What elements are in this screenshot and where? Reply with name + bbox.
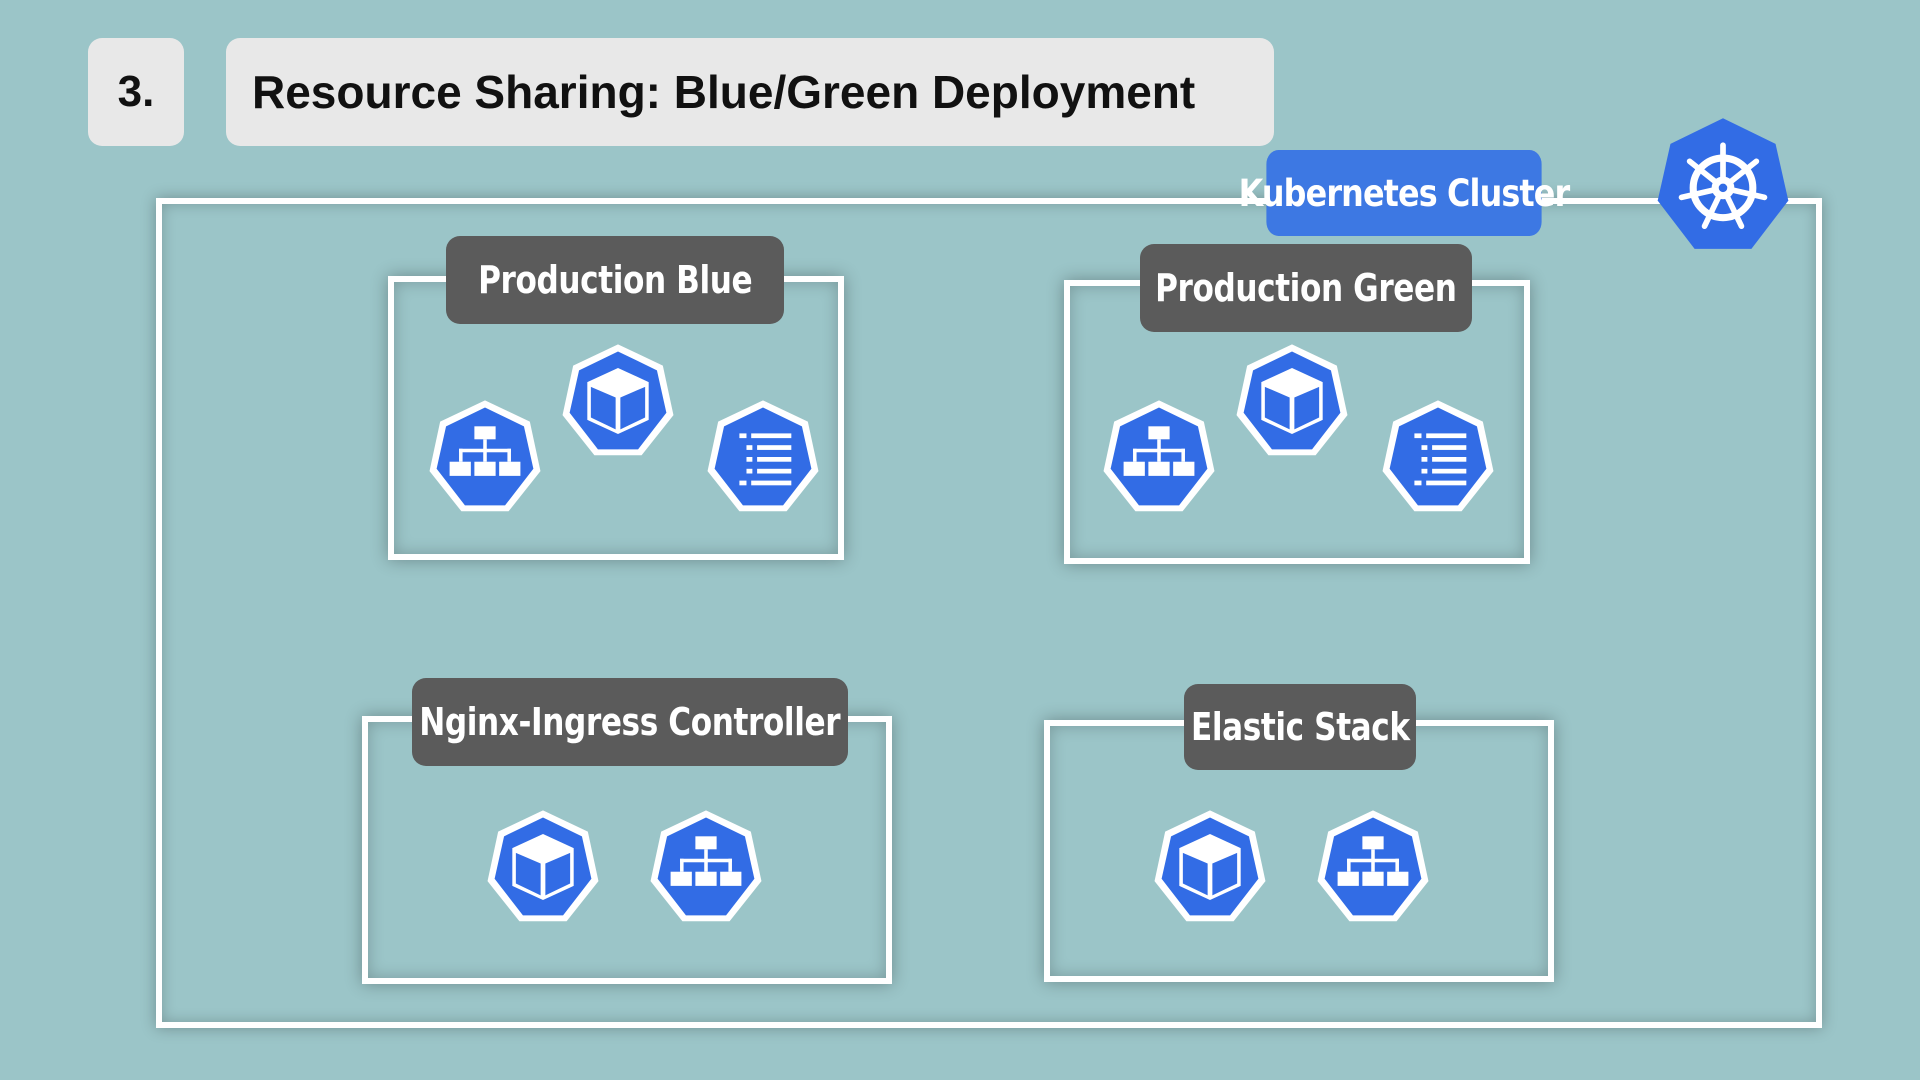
namespace-label: Elastic Stack (1184, 684, 1416, 770)
replicaset-icon (1379, 398, 1497, 516)
cluster-label: Kubernetes Cluster (1239, 150, 1570, 236)
namespace-label-text: Production Blue (477, 258, 753, 302)
namespace-label-text: Nginx-Ingress Controller (419, 700, 841, 744)
service-icon (426, 398, 544, 516)
step-number: 3. (88, 38, 184, 146)
service-icon (1314, 808, 1432, 926)
kubernetes-cluster-boundary (156, 198, 1822, 1028)
namespace-label: Production Blue (446, 236, 784, 324)
pod-icon (1151, 808, 1269, 926)
replicaset-icon (704, 398, 822, 516)
page-title: Resource Sharing: Blue/Green Deployment (226, 38, 1274, 146)
namespace-label-text: Elastic Stack (1190, 705, 1410, 749)
service-icon (1100, 398, 1218, 516)
namespace-label: Nginx-Ingress Controller (412, 678, 848, 766)
pod-icon (559, 342, 677, 460)
namespace-label-text: Production Green (1155, 266, 1457, 310)
kubernetes-helm-wheel-icon (1652, 114, 1794, 256)
service-icon (647, 808, 765, 926)
pod-icon (484, 808, 602, 926)
namespace-label: Production Green (1140, 244, 1472, 332)
pod-icon (1233, 342, 1351, 460)
